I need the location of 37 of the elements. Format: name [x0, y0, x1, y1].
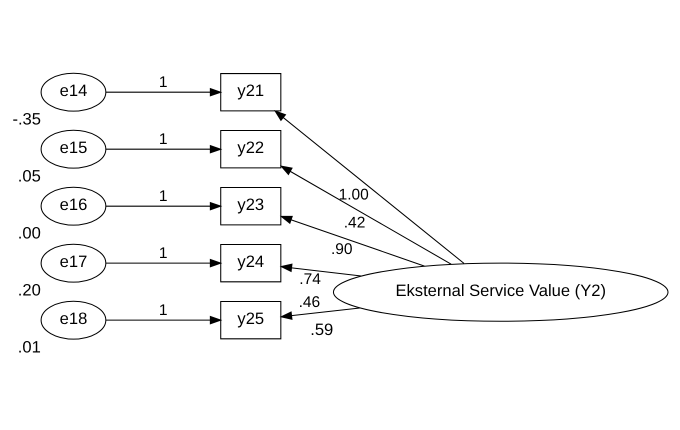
node-box: y25: [220, 300, 282, 339]
node-label: .20: [18, 280, 41, 299]
arrow: [106, 201, 222, 210]
edge-label: .46: [298, 294, 320, 311]
node-ellipse: Eksternal Service Value (Y2): [332, 262, 669, 322]
node-box: y24: [220, 244, 282, 282]
node-box: y22: [220, 130, 282, 168]
arrow: [106, 258, 222, 268]
node-box: y23: [220, 186, 282, 225]
node-label: .59: [310, 319, 334, 338]
arrow: [280, 164, 452, 264]
edge-label: 1: [158, 74, 168, 91]
edge-label: 1: [158, 188, 168, 204]
edge-label: 1: [158, 130, 168, 148]
node-label: .05: [18, 166, 41, 185]
node-label: -.35: [12, 109, 41, 128]
node-ellipse: e14: [40, 72, 106, 112]
node-label: .01: [18, 336, 41, 356]
arrow: [106, 87, 222, 96]
arrow: [280, 215, 425, 266]
arrow: [280, 263, 362, 276]
arrow: [280, 306, 360, 320]
node-label: .00: [18, 222, 41, 242]
edge-label: .74: [299, 270, 321, 288]
edge-label: 1.00: [338, 186, 369, 203]
arrow: [106, 144, 222, 154]
node-ellipse: e18: [40, 300, 106, 340]
edge-label: 1: [158, 301, 168, 318]
edge-label: 1: [158, 244, 168, 262]
node-ellipse: e15: [40, 129, 106, 168]
edge-label: .90: [330, 240, 353, 258]
edge-label: .42: [344, 214, 366, 231]
node-ellipse: e16: [40, 186, 106, 226]
node-ellipse: e17: [40, 243, 106, 282]
arrow: [106, 315, 222, 324]
node-box: y21: [220, 72, 282, 111]
arrow: [274, 110, 464, 264]
